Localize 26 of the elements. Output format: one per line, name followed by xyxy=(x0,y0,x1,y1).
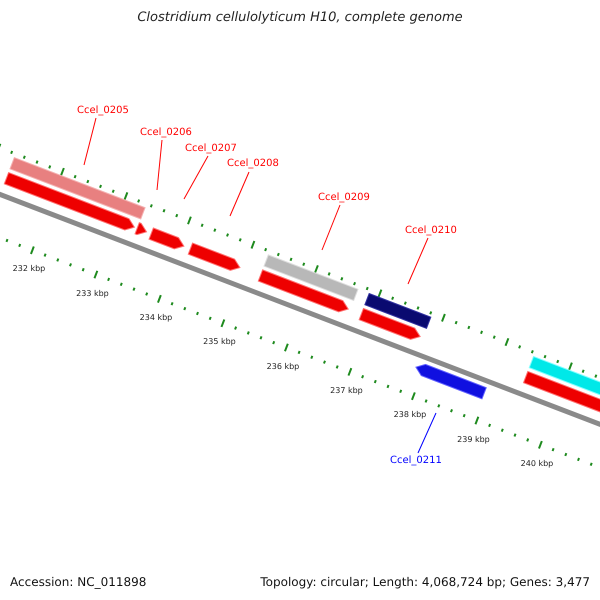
gene-label: Ccel_0210 xyxy=(405,225,457,237)
scale-label: 234 kbp xyxy=(138,312,174,323)
gene-label: Ccel_0206 xyxy=(140,127,192,139)
scale-label: 233 kbp xyxy=(75,288,110,299)
leader-line xyxy=(408,238,428,284)
gene-label: Ccel_0205 xyxy=(77,105,129,117)
leader-line xyxy=(418,412,436,454)
scale-label: 240 kbp xyxy=(520,458,554,469)
gene-label: Ccel_0209 xyxy=(318,192,370,204)
footer-text: Topology: circular; Length: 4,068,724 bp; Genes: 3,477 xyxy=(260,575,590,589)
leader-line xyxy=(230,172,250,216)
gene-label: Ccel_0208 xyxy=(227,158,279,170)
scale-label: 235 kbp xyxy=(202,337,237,348)
title: Clostridium cellulolyticum H10, complete genome xyxy=(136,10,464,26)
scale-label: 236 kbp xyxy=(266,362,300,372)
scale-label: 232 kbp xyxy=(12,264,46,274)
scale-label: 239 kbp xyxy=(456,434,491,445)
leader-line xyxy=(184,156,208,200)
leader-line xyxy=(156,140,162,190)
scale-label: 238 kbp xyxy=(392,410,428,420)
leader-line xyxy=(84,118,96,166)
gene-label: Ccel_0207 xyxy=(185,143,237,155)
footer-text: Accession: NC_011898 xyxy=(10,575,146,589)
gene-label: Ccel_0211 xyxy=(390,455,442,467)
leader-line xyxy=(322,204,340,250)
scale-label: 237 kbp xyxy=(329,386,364,396)
